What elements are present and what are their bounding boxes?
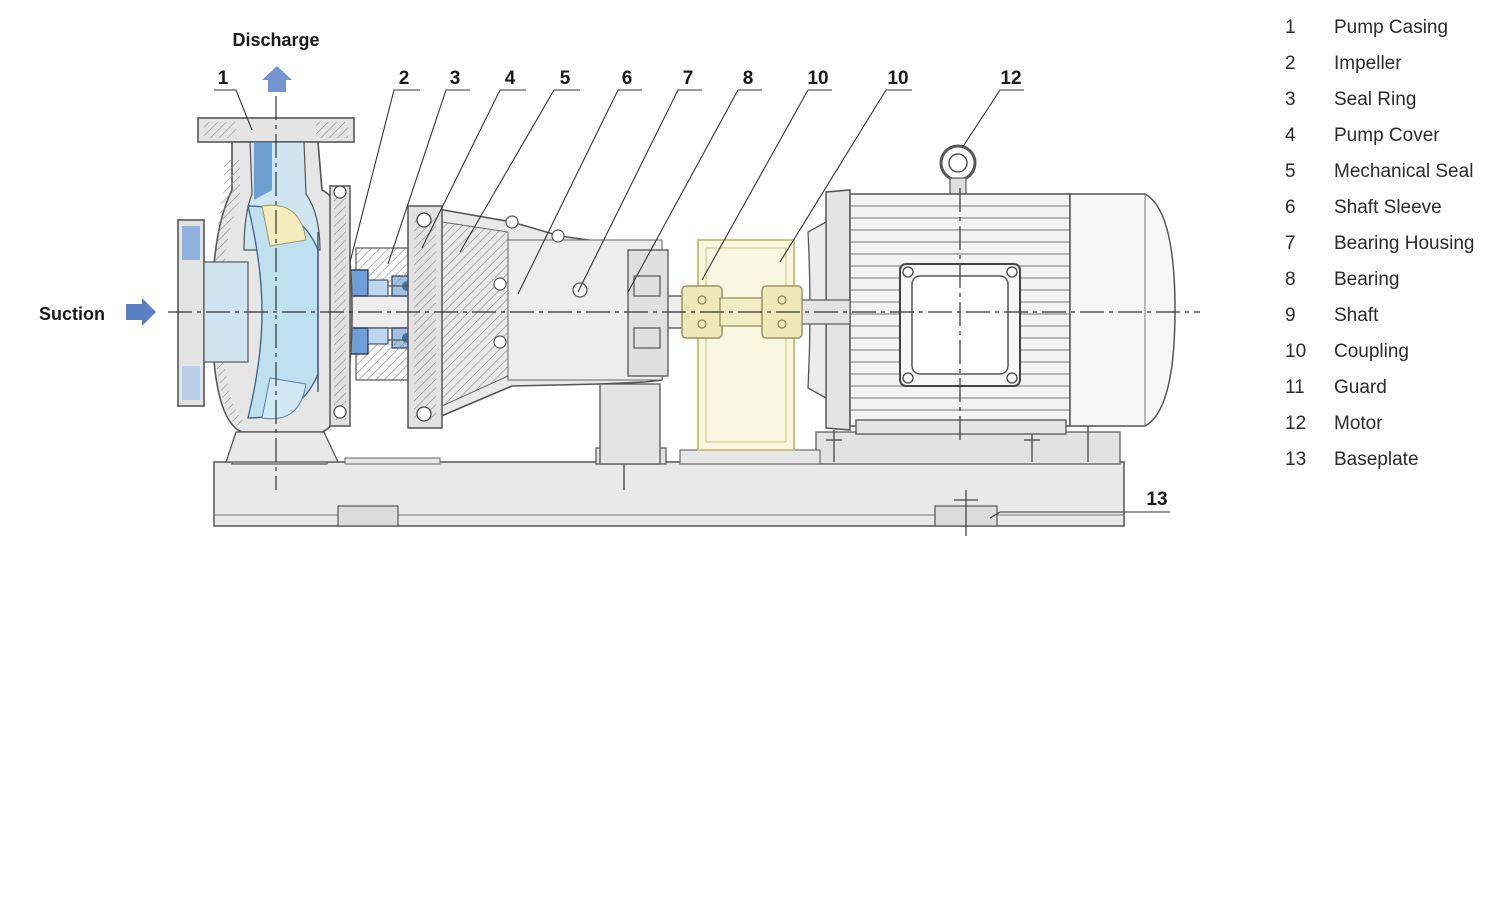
suction-label: Suction: [39, 304, 105, 324]
legend-item-name: Mechanical Seal: [1334, 161, 1474, 182]
legend-item-name: Coupling: [1334, 341, 1409, 362]
callout-5: 5: [560, 68, 571, 89]
callout-leaders: [214, 89, 1170, 519]
callout-13: 13: [1146, 489, 1167, 510]
legend-item-name: Pump Casing: [1334, 17, 1449, 38]
callout-8: 8: [743, 68, 754, 89]
suction-arrow: [126, 298, 156, 326]
legend-item: 3 Seal Ring: [1285, 82, 1495, 118]
pump-cover: [355, 205, 443, 429]
legend-item-number: 12: [1285, 413, 1307, 434]
callout-10a: 10: [807, 68, 828, 89]
bearing-housing: [431, 207, 669, 465]
callout-7: 7: [683, 68, 694, 89]
legend-item-name: Bearing Housing: [1334, 233, 1475, 254]
callout-numbers: 1 2 3 4 5 6 7 8 10 10 12 13: [218, 68, 1168, 510]
legend-item-number: 13: [1285, 449, 1307, 470]
legend-item-name: Baseplate: [1334, 449, 1419, 470]
legend-item: 11 Guard: [1285, 370, 1495, 406]
legend-item-name: Motor: [1334, 413, 1383, 434]
legend-item-number: 7: [1285, 233, 1296, 254]
discharge-label: Discharge: [232, 30, 319, 50]
legend-item-name: Bearing: [1334, 269, 1400, 290]
legend-item-name: Impeller: [1334, 53, 1402, 74]
legend-item-number: 3: [1285, 89, 1296, 110]
legend-item: 8 Bearing: [1285, 262, 1495, 298]
callout-4: 4: [505, 68, 516, 89]
legend-item-name: Seal Ring: [1334, 89, 1417, 110]
legend-item-number: 9: [1285, 305, 1296, 326]
callout-3: 3: [450, 68, 461, 89]
legend-item: 12 Motor: [1285, 406, 1495, 442]
legend-item: 5 Mechanical Seal: [1285, 154, 1495, 190]
legend-item: 2 Impeller: [1285, 46, 1495, 82]
legend-item-number: 11: [1285, 377, 1305, 398]
motor: [807, 144, 1176, 435]
legend-item-number: 4: [1285, 125, 1296, 146]
legend-item: 6 Shaft Sleeve: [1285, 190, 1495, 226]
legend-item: 10 Coupling: [1285, 334, 1495, 370]
callout-2: 2: [399, 68, 410, 89]
callout-10b: 10: [887, 68, 908, 89]
callout-6: 6: [622, 68, 633, 89]
pump-casing: [177, 117, 355, 463]
legend-item: 1 Pump Casing: [1285, 10, 1495, 46]
legend-item: 4 Pump Cover: [1285, 118, 1495, 154]
legend-item: 7 Bearing Housing: [1285, 226, 1495, 262]
legend-item-number: 10: [1285, 341, 1307, 362]
legend-item-number: 6: [1285, 197, 1296, 218]
legend-item-number: 2: [1285, 53, 1296, 74]
parts-legend: 1 Pump Casing 2 Impeller 3 Seal Ring 4 Pump Cov…: [1285, 10, 1495, 478]
legend-item-name: Guard: [1334, 377, 1387, 398]
legend-item-number: 5: [1285, 161, 1296, 182]
legend-item-name: Pump Cover: [1334, 125, 1440, 146]
callout-1: 1: [218, 68, 229, 89]
legend-item-number: 1: [1285, 17, 1296, 38]
legend-item-number: 8: [1285, 269, 1296, 290]
legend-item-name: Shaft Sleeve: [1334, 197, 1442, 218]
legend-item: 9 Shaft: [1285, 298, 1495, 334]
discharge-arrow: [262, 66, 292, 92]
baseplate: [213, 418, 1125, 536]
pump-cross-section-diagram: Discharge Suction 1 2 3 4 5 6 7 8 10 10 …: [39, 30, 1200, 536]
callout-12: 12: [1000, 68, 1021, 89]
legend-item-name: Shaft: [1334, 305, 1379, 326]
coupling-guard: [697, 239, 795, 451]
centerlines: [168, 96, 1200, 490]
legend-item: 13 Baseplate: [1285, 442, 1495, 478]
